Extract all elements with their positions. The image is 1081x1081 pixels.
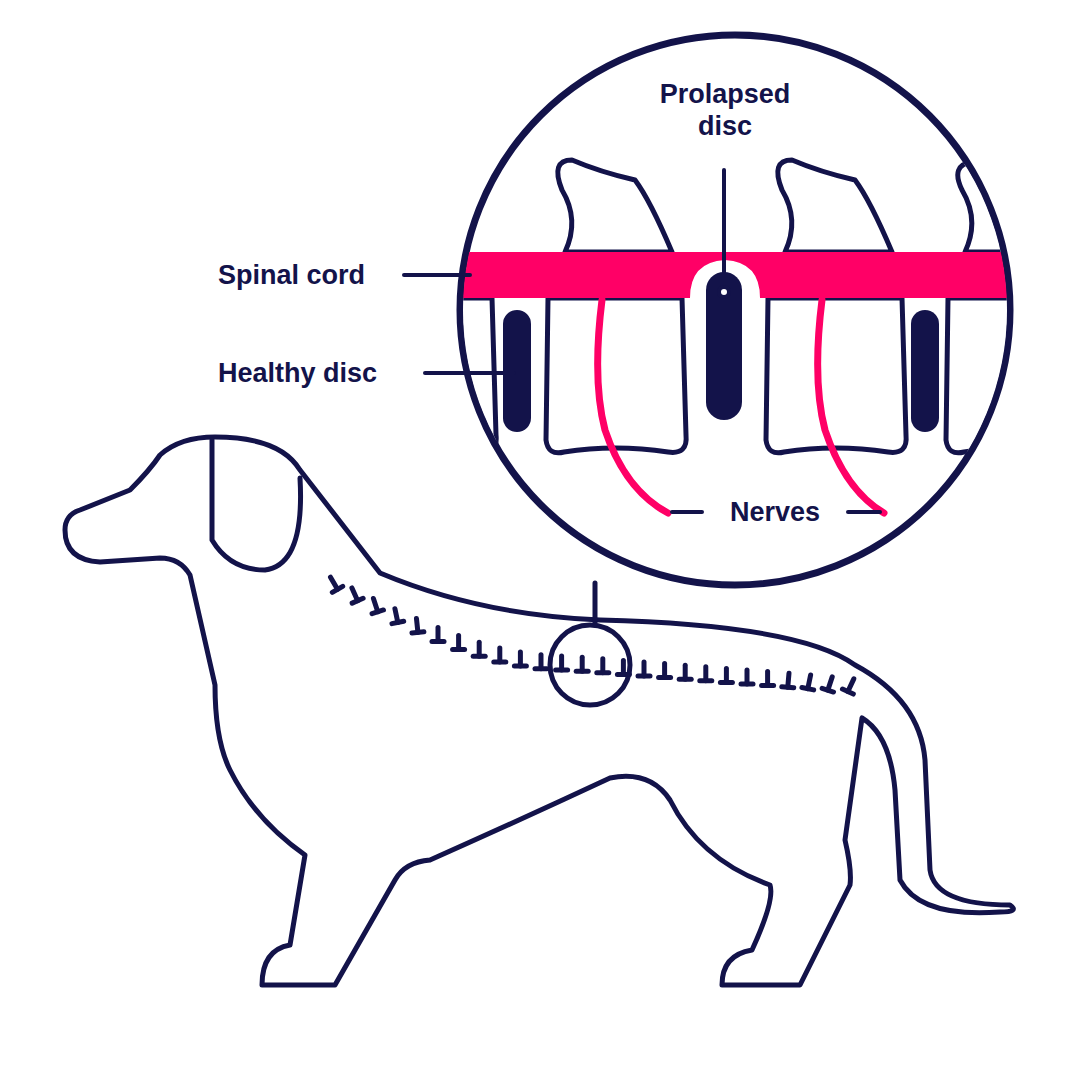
vertebra-tick — [389, 607, 404, 623]
vertebra-tick — [802, 674, 817, 690]
vertebra-tick — [659, 664, 671, 678]
vertebra — [946, 298, 1020, 453]
vertebra-tick — [741, 670, 753, 684]
vertebra-tick — [576, 657, 588, 671]
vertebra-tick — [720, 668, 732, 682]
vertebra-process — [558, 160, 672, 252]
nerve — [818, 300, 884, 513]
vertebra-tick — [514, 652, 526, 666]
spine-ticks — [325, 574, 859, 694]
vertebra — [546, 298, 686, 453]
leader-line — [672, 510, 702, 514]
part-label: Prolapsed disc — [650, 78, 800, 143]
healthy-disc — [911, 310, 939, 432]
vertebra-process — [958, 162, 1020, 252]
zoom-circle — [460, 35, 1010, 585]
vertebra-tick — [346, 585, 363, 603]
vertebra-tick — [494, 648, 506, 662]
vertebra-tick — [432, 627, 444, 641]
vertebra-tick — [535, 655, 547, 669]
zoom-content — [400, 160, 1020, 513]
part-label: Nerves — [730, 496, 820, 528]
vertebra-tick — [638, 662, 650, 676]
vertebra-tick — [762, 672, 774, 686]
leader-line — [404, 273, 470, 277]
part-label: Healthy disc — [218, 357, 377, 389]
vertebra — [400, 298, 496, 452]
vertebra-tick — [842, 676, 859, 694]
vertebra-tick — [473, 642, 485, 656]
vertebra-tick — [782, 673, 795, 688]
leader-line — [425, 371, 514, 375]
part-label: Spinal cord — [218, 259, 365, 291]
vertebra-tick — [597, 659, 609, 673]
vertebra-tick — [822, 675, 838, 692]
leader-line — [848, 510, 880, 514]
vertebra-tick — [325, 574, 342, 592]
vertebra-process — [778, 160, 892, 252]
prolapsed-disc — [706, 272, 742, 420]
vertebra-tick — [410, 618, 423, 633]
nerve — [598, 300, 668, 513]
dog-ear — [212, 440, 301, 570]
vertebra-tick — [556, 656, 568, 670]
vertebra — [766, 298, 906, 453]
leader-line — [722, 170, 726, 290]
vertebra-tick — [700, 667, 712, 681]
zoom-leader — [593, 583, 598, 625]
vertebra-tick — [679, 665, 691, 679]
vertebra-tick — [368, 597, 384, 614]
zoom-target — [550, 625, 630, 705]
leader-dot — [719, 287, 729, 297]
vertebra-tick — [453, 635, 465, 649]
